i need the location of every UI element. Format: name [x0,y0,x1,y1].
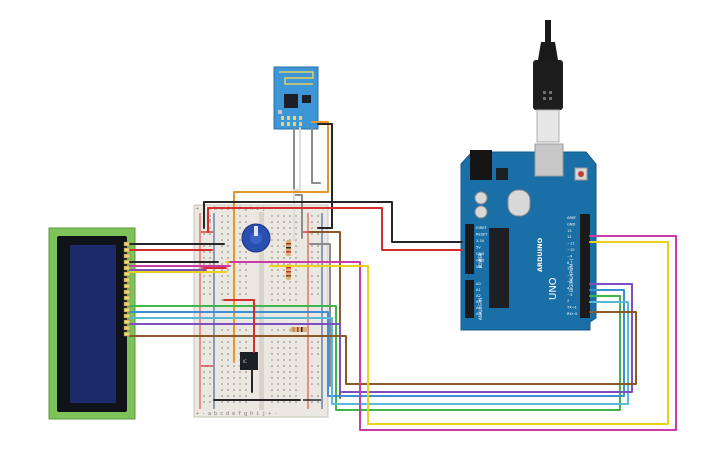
digital-pin-label-8: 7 [567,267,569,271]
esp8266-module [273,66,319,130]
analog-pin-label-5: A5 [476,312,481,316]
resistor-3 [290,327,308,332]
arduino-power-label: POWER [478,253,483,268]
arduino-usb-jack [534,143,564,177]
wire-lcd-cyan [129,301,629,405]
wire-gnd-black [203,201,463,243]
power-pin-label-3: 5V [476,246,481,250]
resistors [286,240,308,332]
esp-antenna-trace [279,71,314,85]
arduino-digital-header [580,214,590,318]
wire-esp-black [317,123,333,229]
power-pin-label-1: RESET [476,233,488,237]
digital-pin-label-5: ~10 [567,248,575,252]
digital-pin-label-2: 13 [567,229,572,233]
arduino-digital-pin-labels: AREF GND 13 12 ~11 ~10 ~9 8 7 ~6 ~5 4 ~3 2TX→1RX←0 [566,216,578,316]
wire-lcd-purple-2 [129,283,633,393]
wire-yellow-tx [269,241,669,425]
wire-lcd-green [129,295,621,411]
digital-pin-label-13: 2 [567,299,569,303]
power-pin-label-2: 3.3V [476,239,485,243]
power-pin-label-5: GND [476,259,484,263]
wire-red-internal [203,267,255,353]
digital-pin-label-14: TX→1 [566,306,577,310]
digital-pin-label-9: ~6 [567,274,573,278]
lcd-module [48,227,136,420]
resistor-1 [286,240,291,256]
wire-esp-white [293,127,301,241]
digital-pin-label-1: GND [567,222,575,226]
wires [129,121,677,431]
digital-pin-label-7: 8 [567,261,570,265]
wire-gray-right [309,243,331,387]
digital-pin-label-3: 12 [567,235,572,239]
usb-connector [536,109,560,143]
analog-pin-label-4: A4 [476,306,481,310]
digital-pin-label-4: ~11 [567,242,575,246]
arduino-power-header [465,224,474,274]
arduino-power-jack [470,150,492,180]
wire-black-internal [213,369,301,401]
analog-pin-label-0: A0 [476,282,481,286]
lcd-screen [70,245,116,403]
esp-chip [284,94,298,108]
power-pin-label-0: IOREF [476,226,487,230]
analog-pin-label-1: A1 [476,288,481,292]
arduino-mcu-chip [489,228,509,308]
usb-cable [533,20,563,143]
wire-esp-orange [233,121,329,363]
svg-text:IC: IC [243,359,247,364]
arduino-analog-label: ANALOG IN [478,298,483,320]
arduino-power-pin-labels: IOREF RESET 3.3V 5V GND GND VIN [476,226,488,269]
digital-pin-label-0: AREF [567,216,576,220]
lcd-pin-header [123,241,131,337]
arduino-digital-label: DIGITAL (PWM~) [569,258,574,292]
arduino-model: UNO [548,277,559,300]
resistor-2 [286,264,291,280]
analog-pin-label-2: A2 [476,294,481,298]
potentiometer [241,223,271,253]
wire-esp-gray-1 [293,127,303,239]
wire-esp-gray-2 [311,127,321,184]
analog-pin-label-3: A3 [476,300,481,304]
breadboard-bottom-letters: + - a b c d e f g h i j + - [196,411,277,417]
digital-pin-label-10: ~5 [567,280,572,284]
wire-5v-red [207,207,463,251]
wire-lcd-blue [129,289,625,397]
arduino-brand: ARDUINO [536,237,544,272]
wire-pink-rx [229,235,677,431]
digital-pin-label-11: 4 [567,286,570,290]
arduino-analog-header [465,280,474,318]
wire-lcd-brown-2 [129,311,637,385]
digital-pin-label-12: ~3 [567,293,572,297]
arduino-uno: ARDUINO UNO DIGITAL (PWM~) POWER ANALOG … [460,143,597,331]
digital-pin-label-6: ~9 [567,254,573,258]
digital-pin-label-15: RX←0 [567,312,578,316]
ic-chip: IC [240,352,258,370]
power-pin-label-4: GND [476,252,484,256]
power-pin-label-6: VIN [476,265,483,269]
